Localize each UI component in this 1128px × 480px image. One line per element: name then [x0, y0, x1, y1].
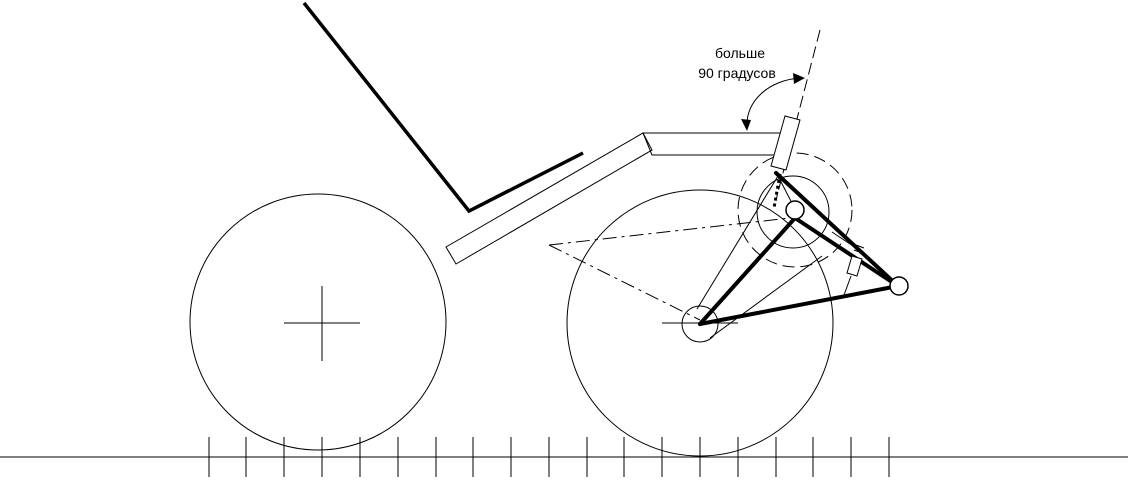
rear-pivot — [889, 276, 909, 296]
thick-linkage — [698, 171, 900, 326]
angle-arrow-end — [793, 73, 805, 84]
seat-back — [302, 1, 584, 214]
pivot-sprocket-dashed — [737, 152, 853, 268]
upper-pivot — [785, 200, 805, 220]
annotation-line-2: 90 градусов — [698, 65, 776, 81]
shock-absorber — [831, 231, 865, 296]
angle-arrow-start — [741, 119, 751, 131]
front-wheel — [189, 193, 447, 451]
steering-axis — [775, 29, 821, 201]
annotation-line-1: больше — [715, 45, 765, 61]
rear-hub — [681, 305, 719, 343]
seat-base — [445, 132, 653, 265]
head-tube — [770, 115, 801, 171]
top-frame-tube — [642, 132, 784, 156]
pivot-sprocket-inner — [756, 175, 830, 249]
rear-wheel — [566, 189, 834, 457]
front-wheel-center-cross — [284, 286, 360, 361]
ground-ticks — [208, 437, 890, 477]
chain-dashed — [548, 217, 791, 321]
